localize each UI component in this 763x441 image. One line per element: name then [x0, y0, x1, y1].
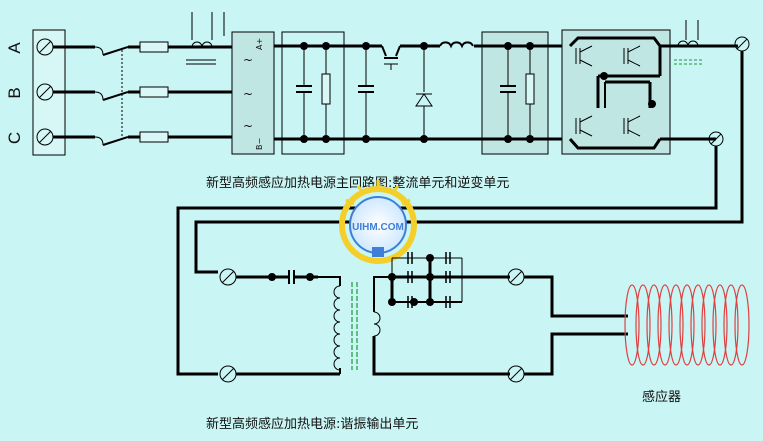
fuses [139, 41, 169, 143]
logo-text: UIHM.COM [352, 222, 404, 233]
freewheel-diode [415, 46, 433, 139]
output-current-transformer [660, 20, 738, 141]
rectifier-module: ~ ~ ~ A+ B− [231, 31, 275, 155]
phase-labels: A B C [5, 42, 24, 144]
filter-capacitor-2 [358, 46, 374, 139]
phase-label-b: B [5, 87, 24, 98]
sun-logo-icon: UIHM.COM [339, 180, 417, 264]
caption-resonant-output: 新型高频感应加热电源:谐振输出单元 [206, 416, 418, 432]
ac-symbol-2: ~ [243, 87, 253, 101]
caption-inductor: 感应器 [642, 389, 681, 405]
chopper-switch [381, 45, 401, 70]
resonant-section [219, 252, 628, 383]
current-transformer [186, 12, 225, 65]
ac-symbol-3: ~ [243, 119, 253, 133]
interconnect-cables [176, 51, 744, 376]
filter-module-1 [281, 31, 345, 155]
phase-label-c: C [5, 132, 24, 144]
junction-dots-main [300, 42, 534, 143]
inverter-bridge [561, 29, 671, 155]
rectifier-positive-label: A+ [255, 38, 264, 50]
caption-main-circuit: 新型高频感应加热电源主回路图:整流单元和逆变单元 [206, 175, 509, 191]
smoothing-inductor [439, 41, 474, 49]
rectifier-negative-label: B− [255, 138, 264, 150]
filter-module-2 [481, 31, 549, 155]
phase-label-a: A [5, 42, 24, 54]
junction-dots-resonant [268, 254, 434, 306]
induction-coil [624, 284, 750, 366]
ac-symbol-1: ~ [243, 53, 253, 67]
